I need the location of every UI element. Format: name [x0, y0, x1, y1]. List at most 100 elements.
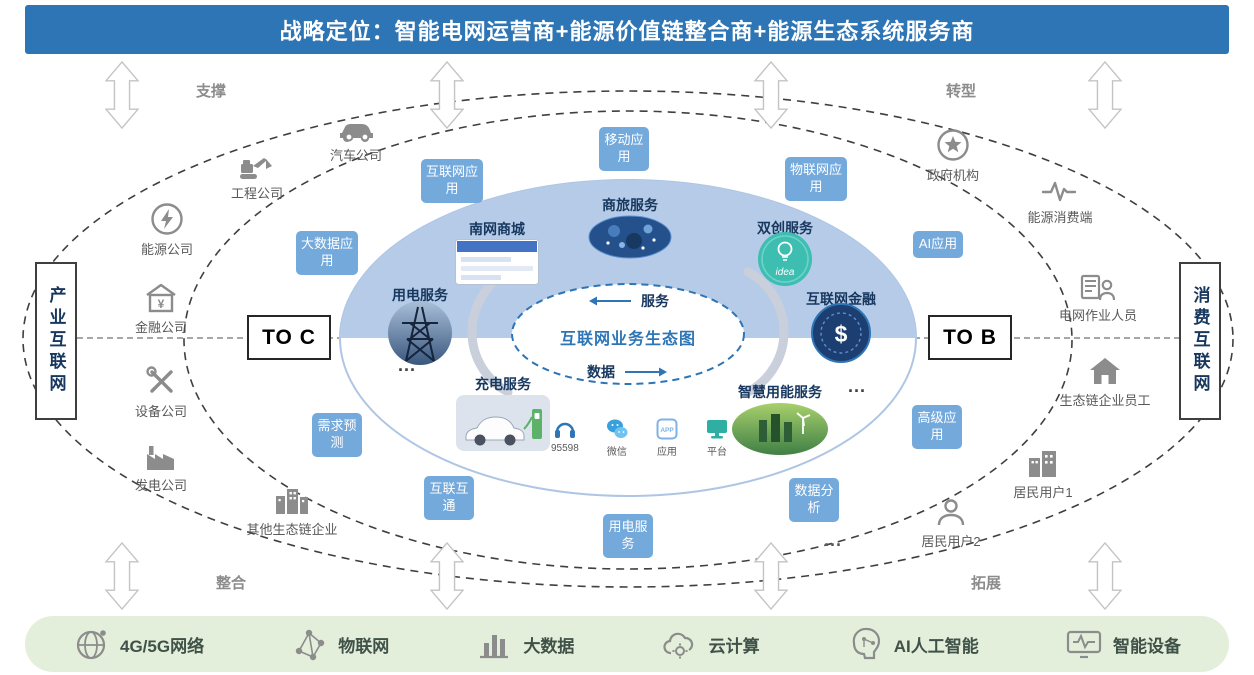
- entity-grid-worker: 电网作业人员: [1046, 272, 1150, 324]
- platform-icon: [707, 420, 727, 439]
- tag-bigdata-app: 大数据应用: [296, 231, 358, 275]
- energy-icon: [151, 203, 183, 235]
- core-title: 互联网业务生态图: [559, 331, 696, 348]
- service-label-travel: 商旅服务: [602, 197, 658, 213]
- double-arrow-icon: [430, 60, 464, 130]
- service-label-smart-energy: 智慧用能服务: [738, 384, 822, 400]
- infra-label: 物联网: [338, 636, 390, 656]
- headset-icon: [554, 422, 575, 438]
- buildings-icon: [276, 489, 308, 514]
- entity-label: 居民用户1: [1013, 485, 1073, 500]
- channel-label: 微信: [606, 447, 627, 458]
- infra-item-cloud: 云计算: [662, 626, 760, 662]
- entity-label: 发电公司: [134, 478, 187, 493]
- infra-item-4g5g: 4G/5G网络: [73, 626, 204, 662]
- tools-icon: [146, 366, 173, 393]
- app-icon: APP: [656, 418, 678, 440]
- infra-label: AI人工智能: [893, 636, 979, 656]
- service-label-finance: 互联网金融: [806, 291, 876, 307]
- label-integrate: 整合: [216, 575, 247, 592]
- entity-label: 政府机构: [926, 168, 979, 183]
- entity-label: 能源消费端: [1027, 210, 1093, 225]
- entity-other-ecosystem: 其他生态链企业: [222, 484, 362, 538]
- label-support: 支撑: [196, 83, 227, 100]
- entity-label: 工程公司: [230, 186, 283, 201]
- service-flow-label: 服务: [641, 293, 669, 309]
- infra-item-smart-device: 智能设备: [1066, 627, 1181, 661]
- entity-label: 汽车公司: [329, 148, 382, 163]
- entity-finance-company: ¥ 金融公司: [121, 282, 201, 336]
- house-icon: [1090, 358, 1120, 384]
- infra-label: 云计算: [708, 636, 760, 656]
- to-b-box: TO B: [928, 315, 1012, 360]
- service-flow: 服务: [556, 291, 700, 311]
- entity-car-company: 汽车公司: [316, 116, 396, 164]
- label-expand: 拓展: [971, 575, 1002, 592]
- tag-interconnect: 互联互通: [424, 476, 474, 520]
- channel-wechat: 微信: [605, 417, 629, 458]
- entity-resident-user-1: 居民用户1: [1001, 447, 1085, 501]
- tag-data-analysis: 数据分析: [789, 478, 839, 522]
- entity-equipment-company: 设备公司: [121, 364, 201, 420]
- data-flow: 数据: [556, 362, 700, 382]
- ellipsis-text: ...: [398, 355, 417, 375]
- cloud-icon: [663, 632, 693, 659]
- entity-energy-consumer: 能源消费端: [1008, 178, 1112, 226]
- pulse-icon: [1041, 181, 1077, 202]
- channel-label: 应用: [656, 447, 677, 458]
- to-c-box: TO C: [247, 315, 331, 360]
- charging-image: [456, 395, 550, 451]
- entity-energy-company: 能源公司: [127, 202, 207, 258]
- residence-icon: [1029, 451, 1056, 477]
- entity-label: 电网作业人员: [1058, 308, 1137, 323]
- strategy-banner: 战略定位：智能电网运营商+能源价值链整合商+能源生态系统服务商: [25, 5, 1229, 54]
- wechat-icon: [606, 419, 628, 438]
- double-arrow-icon: [1088, 541, 1122, 611]
- tag-iot-app: 物联网应用: [785, 157, 847, 201]
- double-arrow-icon: [754, 60, 788, 130]
- excavator-icon: [240, 158, 272, 179]
- bar-chart-icon: [480, 635, 509, 659]
- ellipsis-text: ...: [824, 530, 843, 550]
- dollar-text: $: [835, 321, 848, 347]
- entity-power-company: 发电公司: [121, 442, 201, 494]
- infra-label: 大数据: [523, 636, 575, 656]
- channel-app: APP 应用: [655, 417, 679, 458]
- entity-label: 其他生态链企业: [246, 522, 338, 537]
- entity-label: 居民用户2: [921, 534, 981, 549]
- entity-label: 生态链企业员工: [1059, 393, 1151, 408]
- finance-house-icon: ¥: [146, 283, 176, 313]
- factory-icon: [147, 446, 174, 470]
- person-icon: [937, 499, 965, 526]
- service-arrow-icon: [589, 296, 631, 306]
- infra-label: 智能设备: [1112, 636, 1181, 656]
- entity-label: 金融公司: [134, 320, 187, 335]
- tag-advanced-app: 高级应用: [912, 405, 962, 449]
- service-label-innovation: 双创服务: [757, 220, 813, 236]
- network-globe-icon: [76, 630, 106, 660]
- channel-platform: 平台: [705, 417, 729, 458]
- double-arrow-icon: [105, 60, 139, 130]
- data-flow-label: 数据: [587, 364, 615, 380]
- tag-ai-app: AI应用: [913, 231, 963, 258]
- entity-ecosystem-employee: 生态链企业员工: [1040, 355, 1170, 409]
- innovation-image: idea: [758, 232, 812, 286]
- channel-label: 平台: [707, 447, 727, 458]
- infrastructure-bar: 4G/5G网络 物联网 大数据 云计算: [25, 616, 1229, 672]
- double-arrow-icon: [105, 541, 139, 611]
- double-arrow-icon: [1088, 60, 1122, 130]
- infra-label: 4G/5G网络: [120, 636, 205, 656]
- industrial-internet-panel: 产业互联网: [35, 262, 77, 420]
- entity-government: 政府机构: [913, 128, 993, 184]
- government-icon: [937, 129, 969, 161]
- service-label-electricity: 用电服务: [392, 287, 448, 303]
- infra-item-ai: AI人工智能: [847, 626, 979, 662]
- car-icon: [340, 124, 373, 142]
- entity-resident-user-2: 居民用户2: [909, 496, 993, 550]
- yuan-text: ¥: [158, 297, 165, 311]
- consumer-internet-panel: 消费互联网: [1179, 262, 1221, 420]
- double-arrow-icon: [430, 541, 464, 611]
- grid-worker-icon: [1080, 274, 1116, 301]
- channel-row: 95598 微信 APP 应用 平台: [551, 417, 729, 458]
- channel-label: 95598: [551, 443, 579, 454]
